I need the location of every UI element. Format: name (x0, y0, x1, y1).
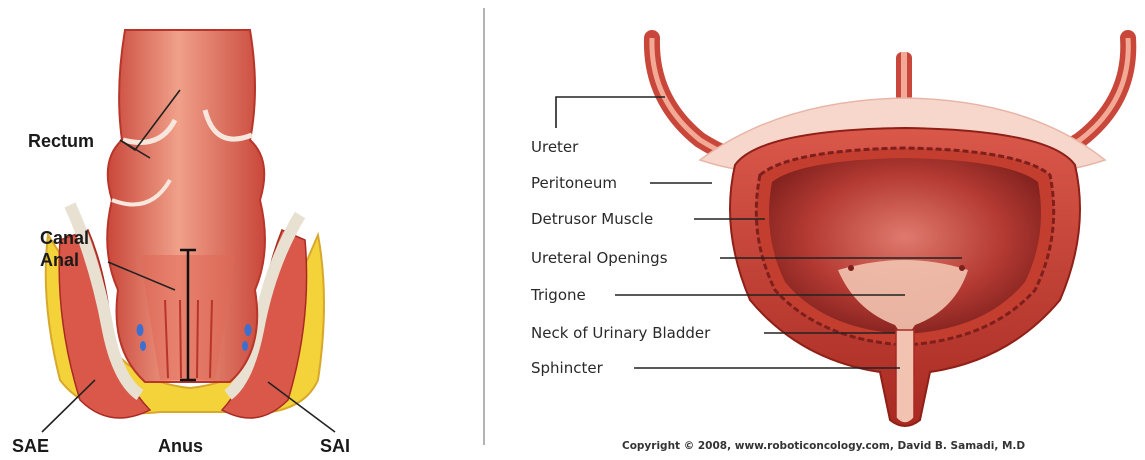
label-ureter: Ureter (531, 138, 579, 156)
label-canal: Canal (40, 228, 89, 248)
label-rectum: Rectum (28, 131, 94, 151)
label-ureteral-openings: Ureteral Openings (531, 249, 668, 267)
label-neck: Neck of Urinary Bladder (531, 324, 711, 342)
label-sphincter: Sphincter (531, 359, 604, 377)
urachus-highlight (901, 52, 907, 102)
label-anal: Anal (40, 250, 79, 270)
label-detrusor: Detrusor Muscle (531, 210, 653, 228)
ureter-leader (556, 97, 665, 128)
copyright-notice: Copyright © 2008, www.roboticoncology.co… (622, 440, 1025, 452)
label-sae: SAE (12, 436, 49, 456)
label-sai: SAI (320, 436, 350, 456)
rectum-illustration (46, 30, 324, 418)
label-trigone: Trigone (530, 286, 586, 304)
label-peritoneum: Peritoneum (531, 174, 617, 192)
urethra (896, 330, 914, 423)
label-anus: Anus (158, 436, 203, 456)
